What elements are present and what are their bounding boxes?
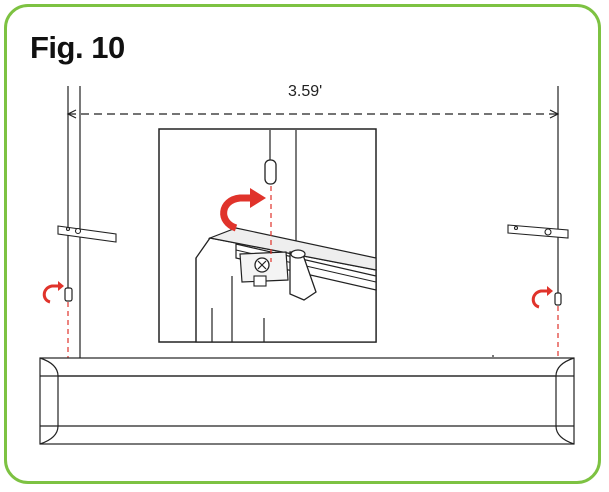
rotate-arrow-icon bbox=[531, 286, 553, 309]
left-gripper bbox=[64, 287, 73, 302]
figure-frame bbox=[4, 4, 601, 484]
detail-illustration bbox=[195, 130, 377, 343]
rotate-arrow-icon bbox=[220, 188, 266, 232]
left-bracket bbox=[57, 225, 117, 243]
rotate-arrow-icon bbox=[42, 281, 64, 304]
figure-title: Fig. 10 bbox=[30, 30, 125, 65]
dimension-line bbox=[66, 109, 560, 119]
dimension-label: 3.59' bbox=[288, 83, 323, 100]
right-bracket bbox=[507, 224, 569, 239]
right-gripper bbox=[554, 292, 562, 306]
light-fixture bbox=[39, 355, 575, 445]
